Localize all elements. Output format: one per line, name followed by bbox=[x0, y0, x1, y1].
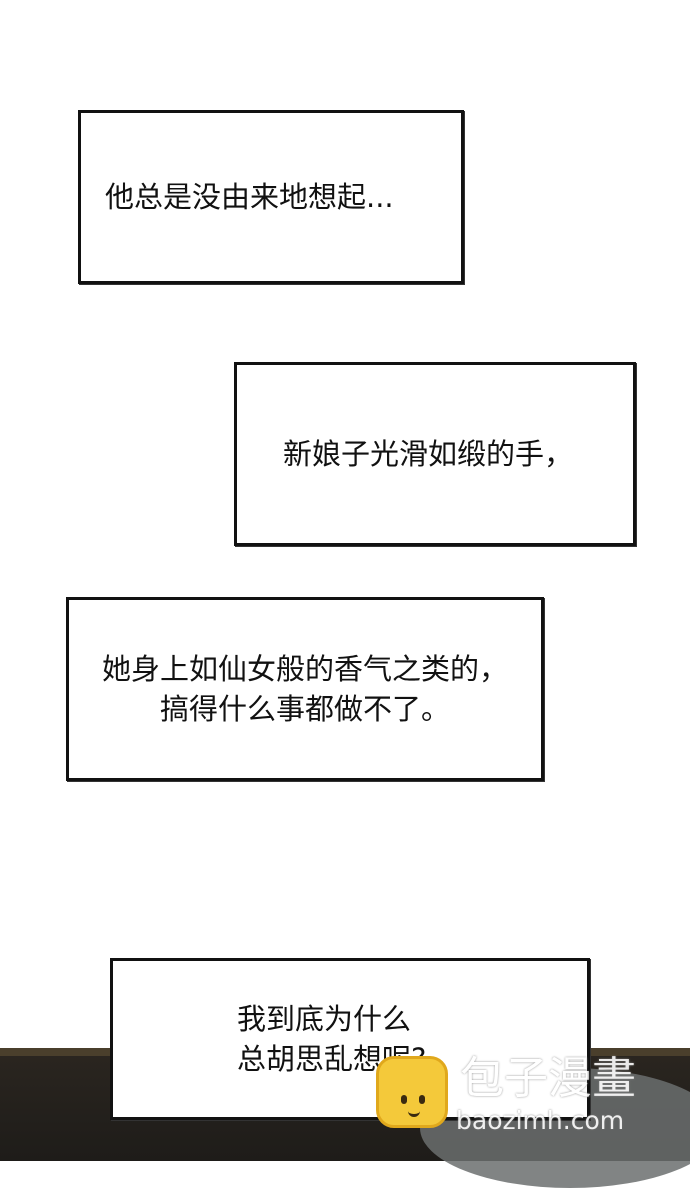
caption-box-2: 新娘子光滑如缎的手， bbox=[234, 362, 636, 546]
mascot-mouth bbox=[408, 1109, 420, 1117]
site-watermark: 包子漫畫 baozimh.com bbox=[376, 1052, 676, 1142]
caption-box-1: 他总是没由来地想起... bbox=[78, 110, 464, 284]
caption-text-1: 他总是没由来地想起... bbox=[105, 177, 394, 217]
caption-1-line-1: 他总是没由来地想起... bbox=[105, 180, 394, 214]
mascot-left-eye bbox=[401, 1095, 407, 1104]
bun-mascot-icon bbox=[376, 1056, 448, 1128]
caption-text-2: 新娘子光滑如缎的手， bbox=[283, 434, 573, 474]
caption-2-line-1: 新娘子光滑如缎的手， bbox=[283, 437, 574, 471]
caption-box-4: 我到底为什么总胡思乱想呢? bbox=[110, 958, 590, 1120]
watermark-url: baozimh.com bbox=[456, 1106, 625, 1135]
mascot-right-eye bbox=[419, 1095, 425, 1104]
caption-3-line-1: 她身上如仙女般的香气之类的， bbox=[101, 652, 508, 686]
caption-box-3: 她身上如仙女般的香气之类的， 搞得什么事都做不了。 bbox=[66, 597, 544, 781]
caption-4-line-1: 我到底为什么 bbox=[237, 1002, 412, 1036]
caption-text-3: 她身上如仙女般的香气之类的， 搞得什么事都做不了。 bbox=[102, 649, 508, 729]
watermark-title: 包子漫畫 bbox=[460, 1053, 636, 1104]
caption-3-line-2: 搞得什么事都做不了。 bbox=[159, 692, 450, 726]
